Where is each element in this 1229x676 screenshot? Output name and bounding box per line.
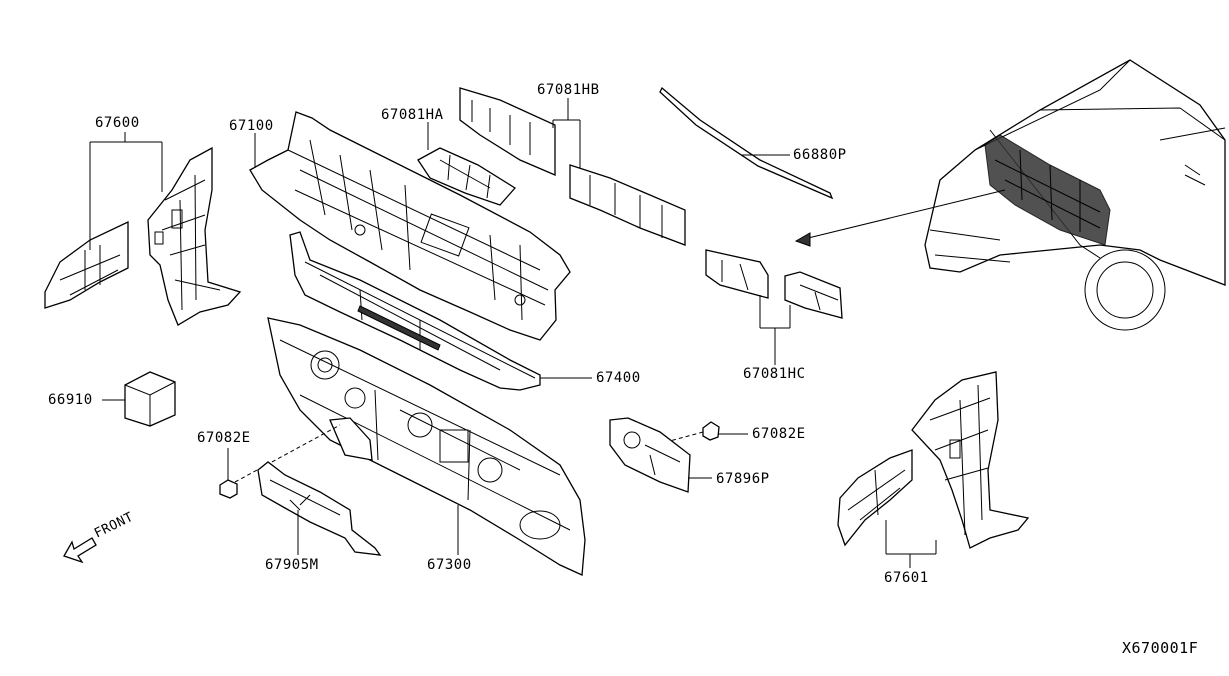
label-67082E-left: 67082E xyxy=(197,430,251,446)
label-67300: 67300 xyxy=(427,557,472,573)
part-66880P-drawing xyxy=(659,86,834,200)
label-67601: 67601 xyxy=(884,570,929,586)
diagram-code: X670001F xyxy=(1122,639,1199,657)
label-67905M: 67905M xyxy=(265,557,319,573)
part-66910-drawing xyxy=(124,371,176,427)
front-arrow-icon xyxy=(63,537,97,564)
part-67082E-right-drawing xyxy=(654,421,720,446)
part-67081HA-drawing xyxy=(417,147,516,206)
label-67896P: 67896P xyxy=(716,471,770,487)
label-67600: 67600 xyxy=(95,115,140,131)
part-67400-drawing xyxy=(289,231,541,391)
leader-lines xyxy=(89,98,937,568)
label-66910: 66910 xyxy=(48,392,93,408)
label-66880P: 66880P xyxy=(793,147,847,163)
part-67081HB-drawing xyxy=(459,87,686,246)
car-illustration xyxy=(794,59,1226,331)
part-67100-drawing xyxy=(249,111,571,341)
part-67601-drawing xyxy=(837,371,1030,549)
label-67081HB: 67081HB xyxy=(537,82,600,98)
label-67081HC: 67081HC xyxy=(743,366,806,382)
label-67082E-right: 67082E xyxy=(752,426,806,442)
part-67896P-drawing xyxy=(609,417,691,493)
part-67600-drawing xyxy=(44,146,242,326)
label-67081HA: 67081HA xyxy=(381,107,444,123)
label-67400: 67400 xyxy=(596,370,641,386)
part-67905M-drawing xyxy=(257,461,382,556)
part-67081HC-drawing xyxy=(705,249,843,319)
label-67100: 67100 xyxy=(229,118,274,134)
part-67300-drawing xyxy=(267,317,586,576)
